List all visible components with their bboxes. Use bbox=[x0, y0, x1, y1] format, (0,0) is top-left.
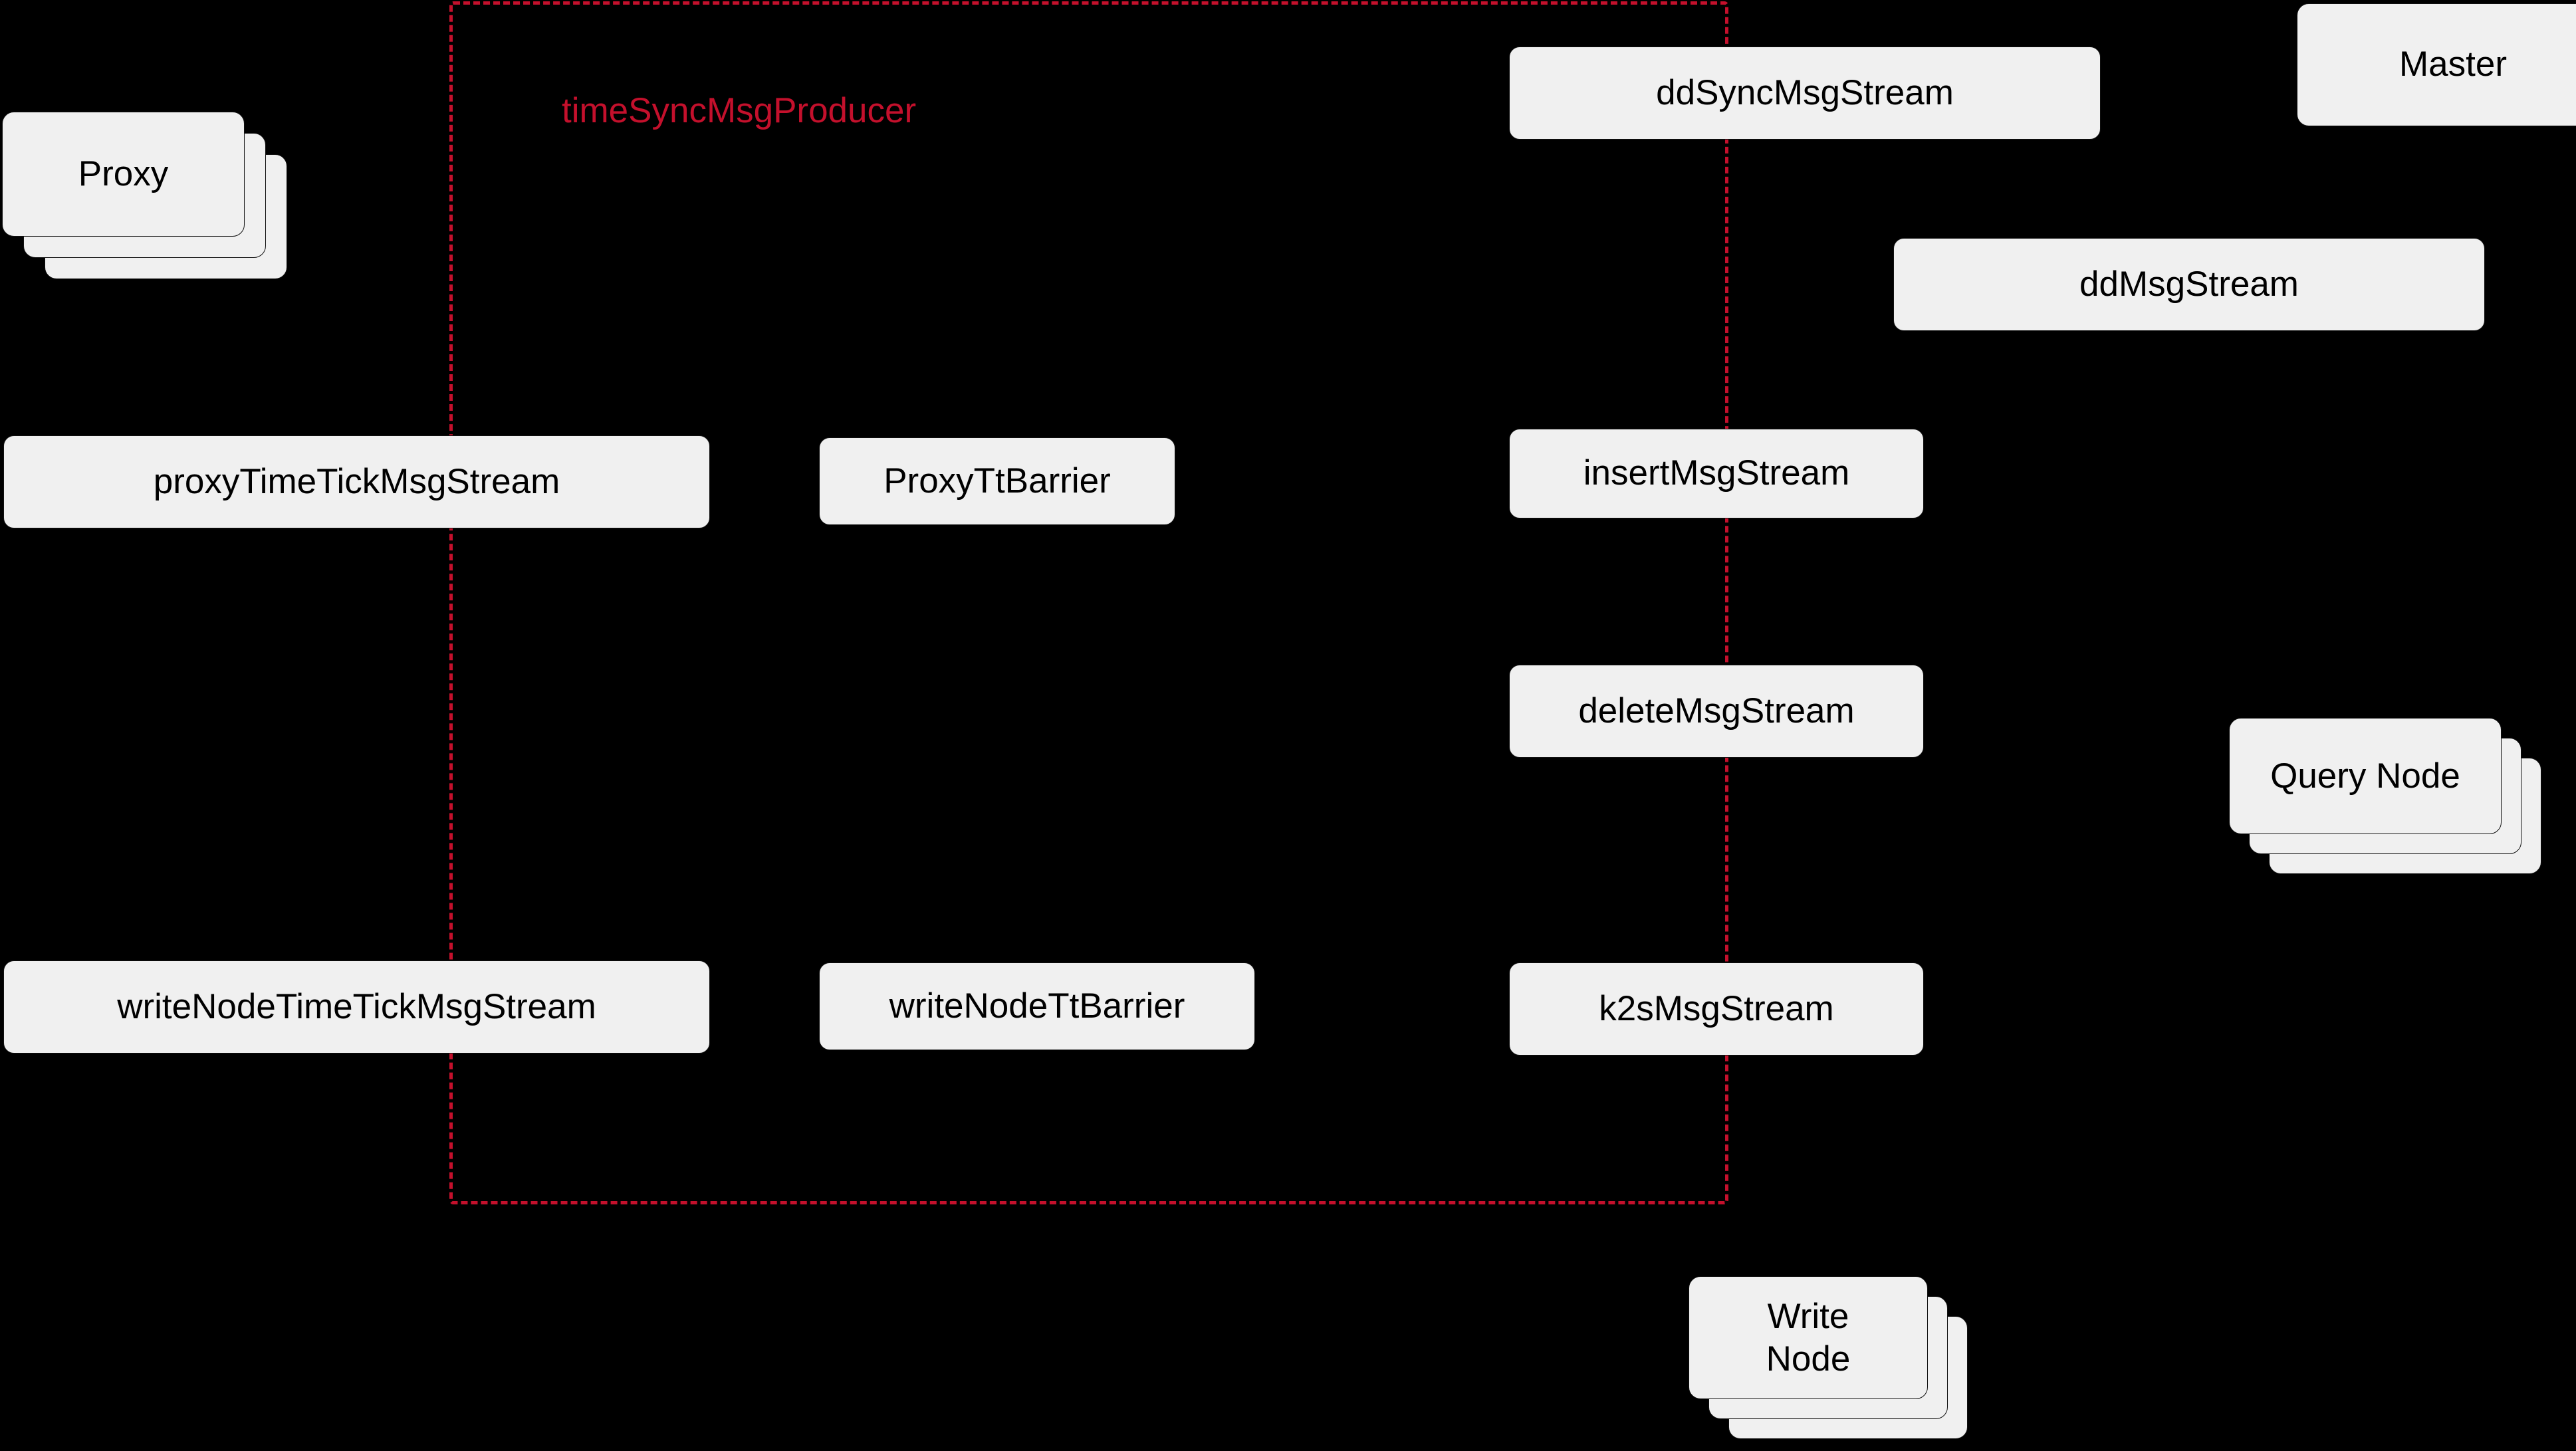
proxy-node-stack[interactable]: Proxy bbox=[2, 112, 289, 282]
write-node-tt-barrier-card[interactable]: writeNodeTtBarrier bbox=[819, 962, 1255, 1050]
write-node-time-tick-msg-stream-card[interactable]: writeNodeTimeTickMsgStream bbox=[3, 960, 710, 1054]
proxy-tt-barrier-card[interactable]: ProxyTtBarrier bbox=[819, 437, 1175, 525]
proxy-node-card[interactable]: Proxy bbox=[2, 112, 245, 237]
dd-sync-msg-stream-card[interactable]: ddSyncMsgStream bbox=[1509, 47, 2101, 140]
master-node-card[interactable]: Master bbox=[2297, 3, 2576, 126]
query-node-stack[interactable]: Query Node bbox=[2229, 718, 2576, 877]
k2s-msg-stream-card[interactable]: k2sMsgStream bbox=[1509, 962, 1924, 1056]
query-node-card[interactable]: Query Node bbox=[2229, 718, 2502, 834]
write-node-stack[interactable]: Write Node bbox=[1689, 1276, 1988, 1451]
insert-msg-stream-card[interactable]: insertMsgStream bbox=[1509, 429, 1924, 518]
delete-msg-stream-card[interactable]: deleteMsgStream bbox=[1509, 665, 1924, 758]
dd-msg-stream-card[interactable]: ddMsgStream bbox=[1893, 238, 2485, 331]
time-sync-msg-producer-label: timeSyncMsgProducer bbox=[562, 91, 917, 130]
time-sync-msg-producer-group-boundary bbox=[449, 1, 1728, 1204]
write-node-card[interactable]: Write Node bbox=[1689, 1276, 1928, 1399]
proxy-time-tick-msg-stream-card[interactable]: proxyTimeTickMsgStream bbox=[3, 435, 710, 528]
